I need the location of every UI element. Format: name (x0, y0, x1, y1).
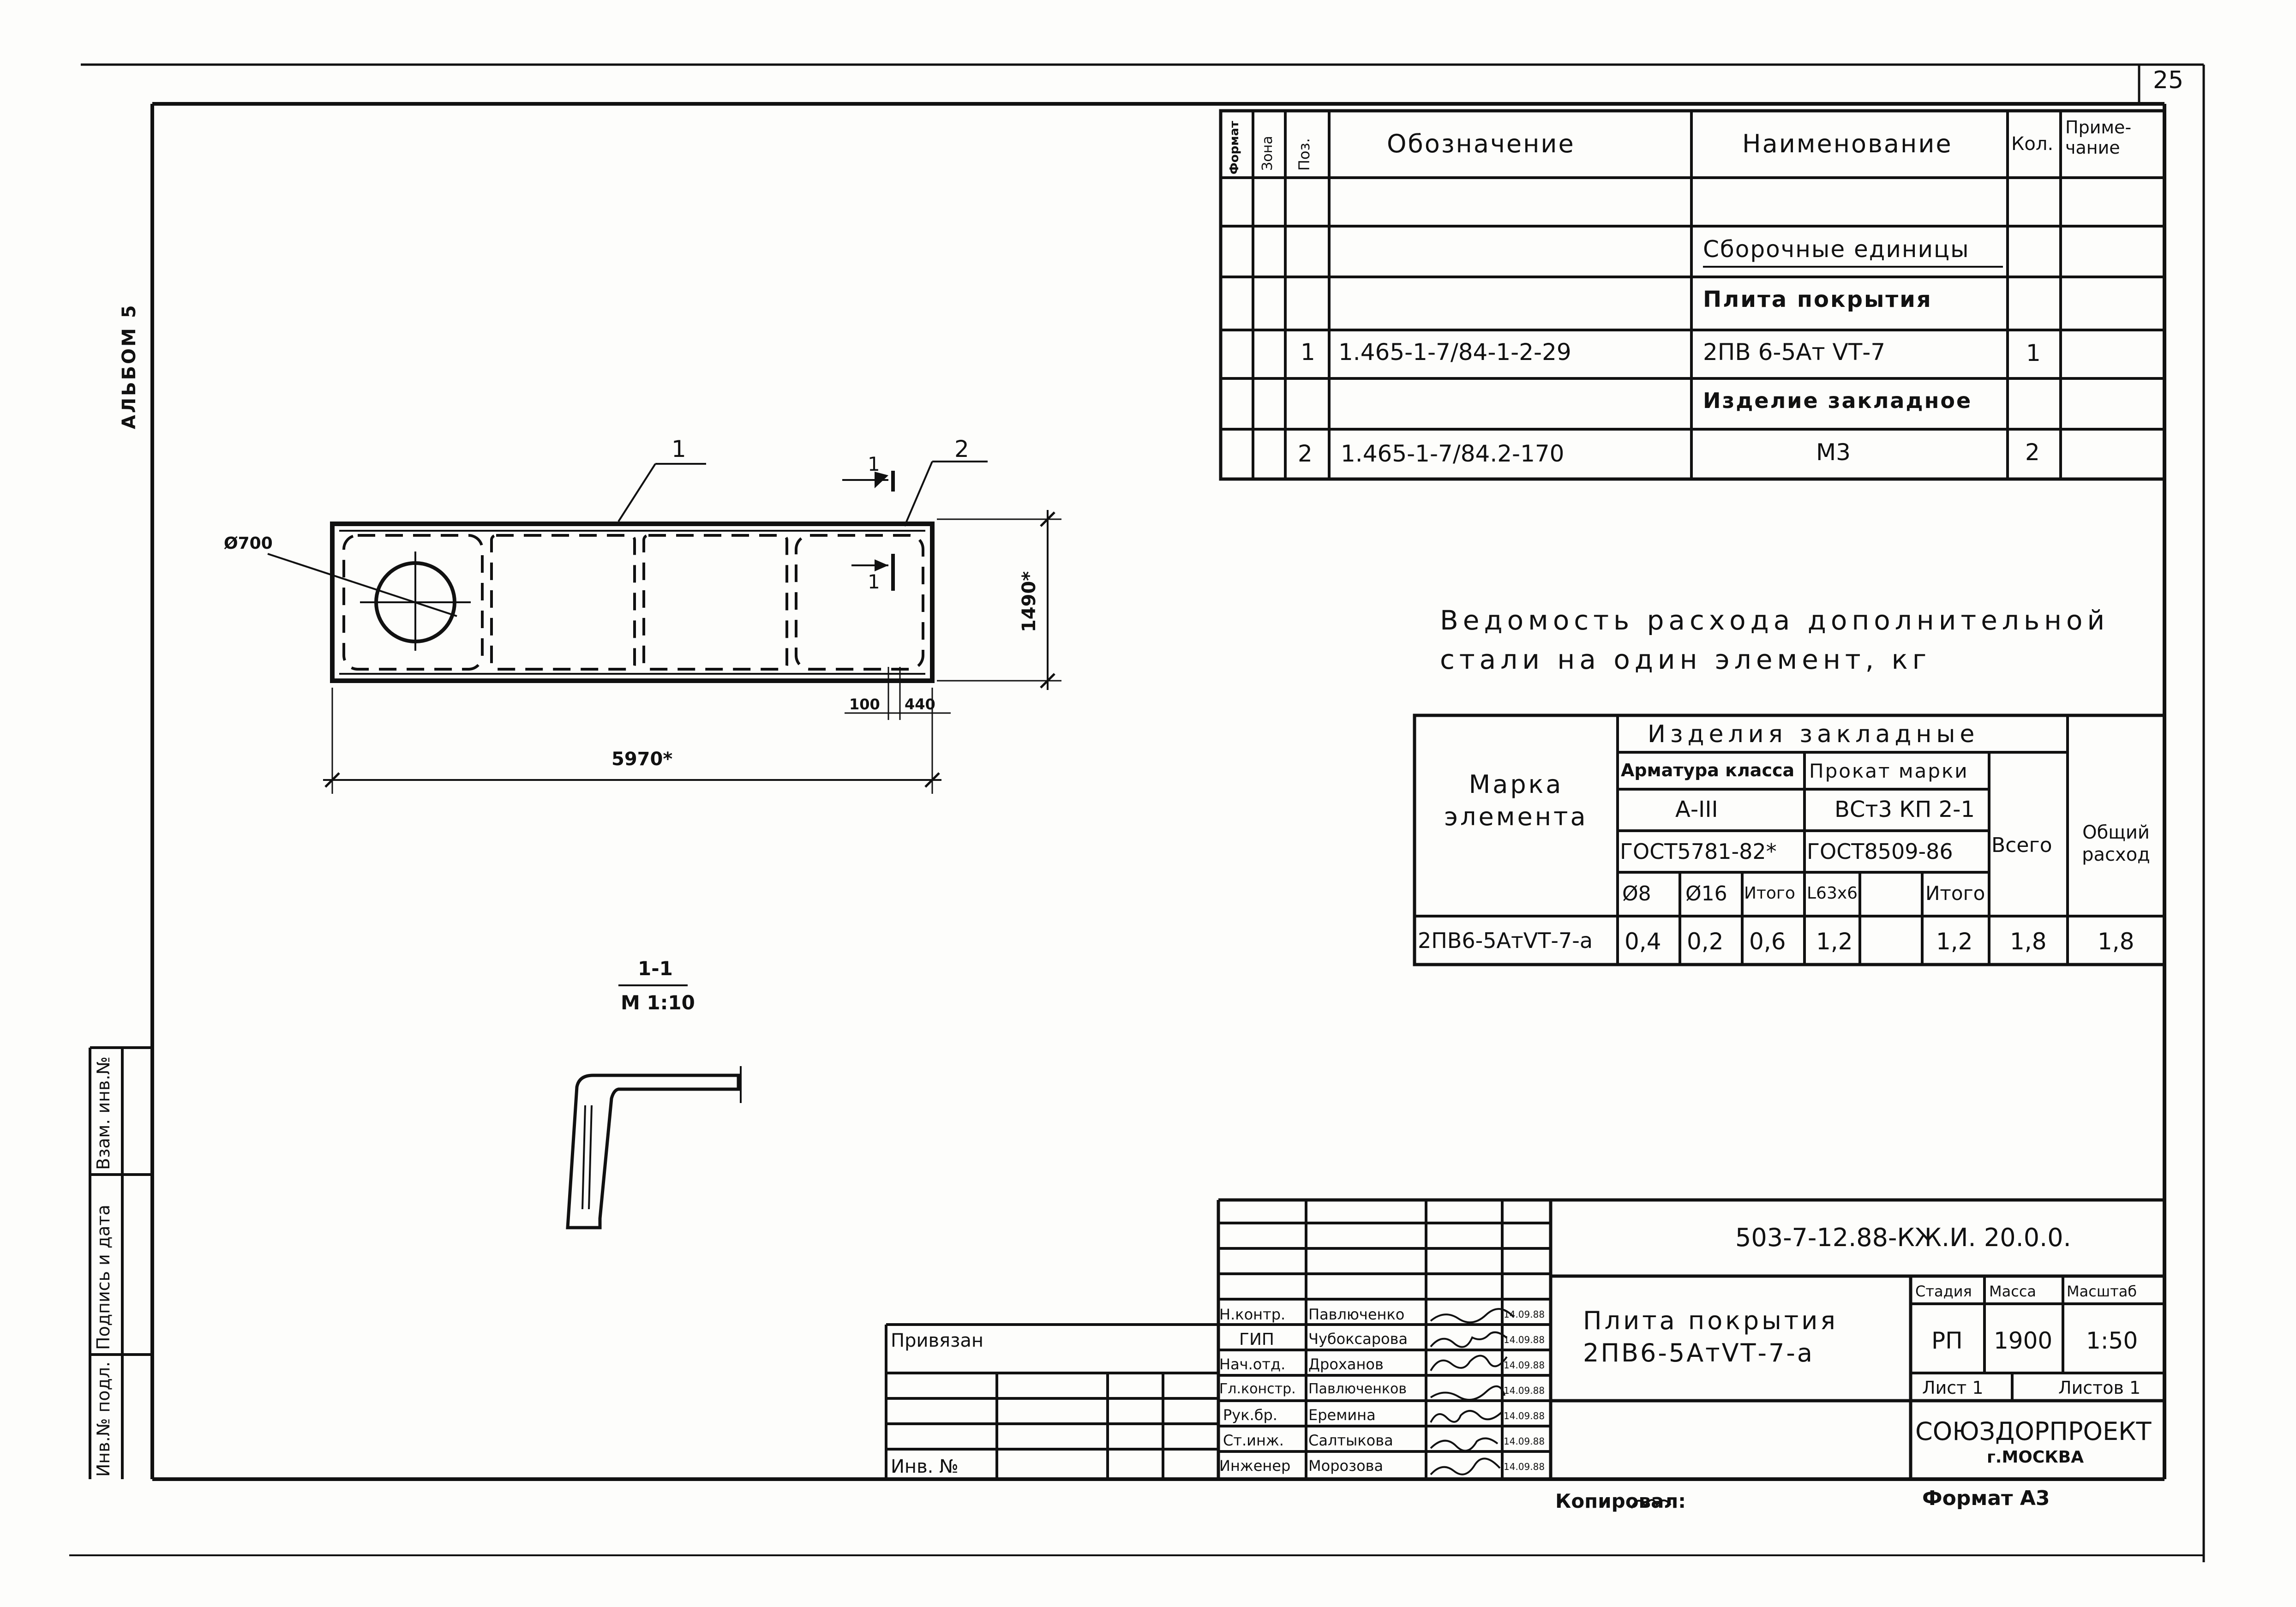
steel-sub-l63: L63x6 (1807, 884, 1858, 903)
section-mark-bottom: 1 (868, 570, 880, 593)
spec-row-4-qty: 1 (2026, 340, 2041, 366)
sheets-label: Листов 1 (2058, 1378, 2141, 1398)
signer-role: Инженер (1219, 1457, 1291, 1475)
spec-header-format: Формат (1228, 120, 1241, 174)
title-line-1: Плита покрытия (1583, 1306, 1838, 1335)
steel-val-l63: 1,2 (1816, 928, 1853, 955)
steel-val-d16: 0,2 (1687, 928, 1724, 955)
signer-role: Нач.отд. (1219, 1355, 1286, 1373)
steel-rolled-gost: ГОСТ8509-86 (1807, 839, 1953, 864)
stamp-vzam-inv: Взам. инв.№ (93, 1056, 114, 1170)
signer-name: Павлюченков (1308, 1381, 1407, 1397)
scale-header: Масштаб (2067, 1283, 2137, 1300)
copied-label: Копировал: (1555, 1490, 1686, 1512)
signer-name: Морозова (1308, 1457, 1384, 1475)
steel-sub-d8: Ø8 (1622, 882, 1651, 905)
spec-row-6-pos: 2 (1298, 440, 1313, 467)
dimension-length: 5970* (611, 749, 673, 770)
dimension-440: 440 (905, 696, 935, 713)
spec-row-6-qty: 2 (2025, 439, 2040, 466)
bound-label: Привязан (891, 1330, 984, 1351)
signer-name: Дроханов (1308, 1355, 1384, 1373)
hole-diameter-label: Ø700 (224, 534, 273, 553)
signer-date: 14.09.88 (1504, 1309, 1545, 1320)
spec-row-5-name: Изделие закладное (1703, 388, 1972, 413)
spec-row-4-name: 2ПВ 6-5Ат VТ-7 (1703, 339, 1886, 366)
signer-role: Ст.инж. (1223, 1432, 1284, 1449)
doc-code: 503-7-12.88-КЖ.И. 20.0.0. (1735, 1223, 2071, 1252)
steel-overall-header: Общий расход (2082, 822, 2150, 865)
steel-group-header: Изделия закладные (1648, 720, 1979, 748)
stamp-podpis-data: Подпись и дата (93, 1205, 114, 1350)
signer-name: Павлюченко (1308, 1306, 1405, 1323)
stage-value: РП (1931, 1327, 1963, 1354)
callout-2: 2 (954, 436, 969, 462)
steel-val-itogo-1: 0,6 (1749, 928, 1786, 955)
steel-sub-itogo-1: Итого (1744, 884, 1795, 903)
signer-name: Чубоксарова (1308, 1330, 1408, 1348)
steel-val-d8: 0,4 (1625, 928, 1661, 955)
scale-value: 1:50 (2086, 1327, 2138, 1354)
steel-val-itogo-2: 1,2 (1936, 928, 1973, 955)
section-scale: М 1:10 (621, 991, 695, 1014)
mass-header: Масса (1989, 1283, 2037, 1300)
steel-sub-itogo-2: Итого (1925, 882, 1985, 905)
spec-row-6-designation: 1.465-1-7/84.2-170 (1341, 440, 1565, 467)
dimension-100: 100 (849, 696, 880, 713)
signer-role: Рук.бр. (1223, 1406, 1277, 1424)
spec-header-zone: Зона (1259, 136, 1276, 171)
signer-date: 14.09.88 (1504, 1436, 1545, 1447)
organization: СОЮЗДОРПРОЕКТ (1915, 1417, 2152, 1446)
page-number: 25 (2153, 66, 2184, 94)
album-label: АЛЬБОМ 5 (119, 303, 140, 429)
spec-row-4-designation: 1.465-1-7/84-1-2-29 (1338, 339, 1571, 366)
mass-value: 1900 (1994, 1327, 2053, 1354)
callout-1: 1 (671, 436, 686, 462)
steel-title-line-1: Ведомость расхода дополнительной (1440, 605, 2110, 636)
section-title: 1-1 (638, 957, 673, 980)
spec-row-6-name: М3 (1816, 439, 1851, 466)
signer-role: Гл.констр. (1219, 1381, 1296, 1397)
stage-header: Стадия (1915, 1283, 1972, 1300)
organization-city: г.МОСКВА (1987, 1448, 2084, 1467)
signer-date: 14.09.88 (1504, 1334, 1545, 1345)
steel-row-mark: 2ПВ6-5АтVТ-7-а (1418, 928, 1593, 953)
steel-val-overall: 1,8 (2098, 928, 2134, 955)
spec-row-4-pos: 1 (1301, 339, 1315, 366)
steel-rolled-mark: Прокат марки (1809, 760, 1969, 782)
spec-header-note: Приме-чание (2065, 117, 2132, 158)
spec-header-name: Наименование (1742, 129, 1953, 158)
steel-rolled-grade: ВСт3 КП 2-1 (1834, 797, 1975, 822)
steel-rebar-class: Арматура класса (1621, 760, 1795, 780)
signer-date: 14.09.88 (1504, 1360, 1545, 1371)
inv-label: Инв. № (891, 1456, 959, 1477)
steel-rebar-grade: А-III (1675, 797, 1718, 822)
steel-sub-d16: Ø16 (1685, 882, 1727, 905)
sheet-label: Лист 1 (1922, 1378, 1984, 1398)
spec-header-designation: Обозначение (1387, 129, 1575, 158)
stamp-inv-podl: Инв.№ подл. (93, 1361, 114, 1477)
section-mark-top: 1 (868, 453, 880, 475)
steel-val-total: 1,8 (2010, 928, 2047, 955)
signer-name: Еремина (1308, 1406, 1376, 1424)
spec-row-2-name: Сборочные единицы (1703, 236, 1970, 263)
steel-total-header: Всего (1991, 833, 2052, 857)
steel-title-line-2: стали на один элемент, кг (1440, 644, 1931, 675)
title-line-2: 2ПВ6-5АтVТ-7-а (1583, 1338, 1814, 1367)
dimension-width: 1490* (1019, 571, 1040, 632)
spec-row-3-name: Плита покрытия (1703, 287, 1932, 312)
signer-role: Н.контр. (1219, 1306, 1286, 1323)
signer-name: Салтыкова (1308, 1432, 1393, 1449)
spec-header-pos: Поз. (1295, 138, 1313, 171)
signer-date: 14.09.88 (1504, 1410, 1545, 1421)
signer-role: ГИП (1239, 1330, 1274, 1349)
signer-date: 14.09.88 (1504, 1461, 1545, 1472)
spec-header-qty: Кол. (2011, 133, 2054, 155)
format-label: Формат А3 (1922, 1487, 2050, 1510)
steel-mark-header: Марка элемента (1444, 770, 1588, 832)
signer-date: 14.09.88 (1504, 1385, 1545, 1396)
steel-rebar-gost: ГОСТ5781-82* (1620, 839, 1777, 864)
